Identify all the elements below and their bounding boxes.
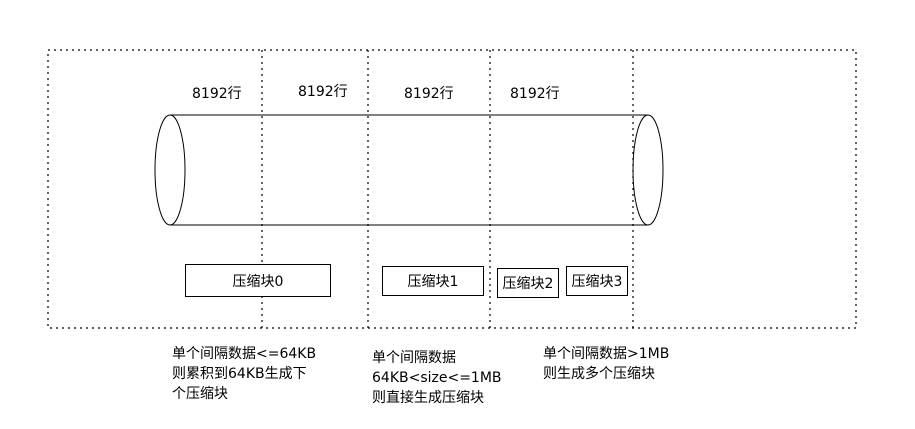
row-label-2: 8192行: [298, 84, 348, 100]
note-medium-data: 单个间隔数据 64KB<size<=1MB 则直接生成压缩块: [372, 348, 502, 408]
note-line: 则直接生成压缩块: [372, 390, 484, 406]
note-line: 单个间隔数据>1MB: [543, 346, 670, 362]
note-line: 则累积到64KB生成下: [172, 366, 307, 382]
note-line: 个压缩块: [172, 386, 228, 402]
note-small-data: 单个间隔数据<=64KB 则累积到64KB生成下 个压缩块: [172, 344, 316, 404]
note-line: 单个间隔数据<=64KB: [172, 346, 317, 362]
note-line: 单个间隔数据: [372, 350, 456, 366]
row-label-4: 8192行: [510, 86, 560, 102]
compressed-block-0: 压缩块0: [185, 264, 331, 297]
granule-frame: [47, 49, 857, 329]
cylinder-left-end: [154, 114, 186, 226]
note-line: 则生成多个压缩块: [543, 366, 655, 382]
note-large-data: 单个间隔数据>1MB 则生成多个压缩块: [543, 344, 669, 384]
cylinder-right-end: [632, 114, 664, 226]
row-label-1: 8192行: [192, 86, 242, 102]
row-label-3: 8192行: [404, 86, 454, 102]
note-line: 64KB<size<=1MB: [372, 370, 502, 386]
compressed-block-3: 压缩块3: [566, 266, 628, 296]
compressed-block-2: 压缩块2: [497, 268, 559, 298]
compressed-block-1: 压缩块1: [382, 266, 484, 296]
